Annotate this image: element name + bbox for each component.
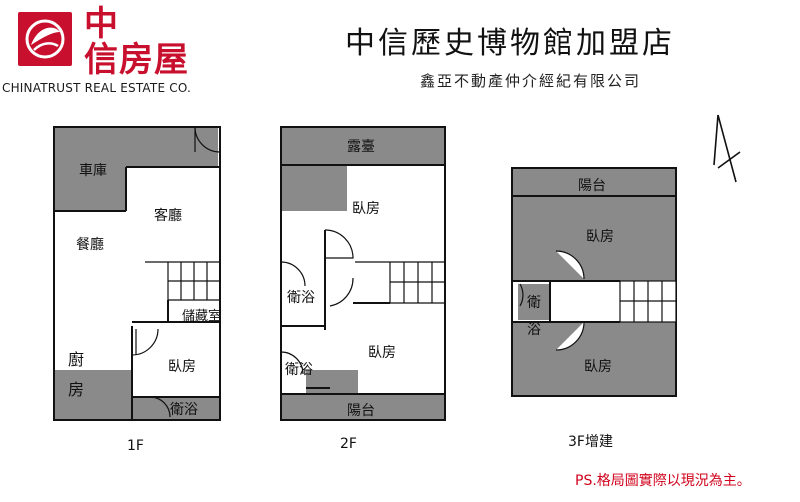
floor-2f-plan — [280, 126, 446, 421]
2f-balcony-fill — [281, 394, 445, 420]
brand-name-line2: 信房屋 — [84, 40, 189, 80]
layout-disclaimer-note: PS.格局圖實際以現況為主。 — [575, 473, 751, 489]
floor-label-2f: 2F — [340, 436, 357, 452]
room-label-bedroom-2f-bottom: 臥房 — [368, 345, 396, 361]
3f-bedroom-bottom-fill — [512, 322, 676, 396]
brand-name-en: CHINATRUST REAL ESTATE CO. — [2, 81, 191, 95]
room-label-kitchen-2: 房 — [68, 380, 85, 399]
brand-name-cn: 中 信房屋 — [84, 6, 189, 78]
2f-gray-block-fill — [281, 165, 347, 211]
floor-1f-plan — [53, 126, 221, 421]
stairs-2f — [355, 261, 445, 304]
3f-bath-fill — [518, 284, 550, 320]
2f-bath-fill — [306, 370, 358, 394]
bath-1f-fill — [132, 397, 220, 420]
company-logo — [18, 12, 72, 66]
room-label-garage: 車庫 — [79, 163, 107, 179]
company-name: 鑫亞不動產仲介經紀有限公司 — [420, 72, 642, 90]
room-label-living: 客廳 — [154, 208, 182, 224]
garage-top-fill — [126, 127, 218, 167]
room-label-storage: 儲藏室 — [182, 309, 222, 324]
room-label-bath-1f: 衛浴 — [170, 402, 198, 418]
floor-label-1f: 1F — [127, 438, 144, 454]
globe-leaf-logo-icon — [25, 19, 65, 59]
stairs-3f — [619, 280, 677, 323]
terrace-fill — [281, 127, 445, 165]
3f-balcony-fill — [512, 168, 676, 196]
room-label-balcony-3f: 陽台 — [578, 178, 606, 194]
store-title: 中信歷史博物館加盟店 — [345, 26, 675, 61]
room-label-dining: 餐廳 — [76, 237, 104, 253]
room-label-bedroom-3f-top: 臥房 — [586, 229, 614, 245]
room-label-bedroom-2f-top: 臥房 — [352, 201, 380, 217]
brand-name-line1: 中 — [84, 4, 119, 44]
room-label-kitchen-1: 廚 — [68, 350, 85, 369]
room-label-balcony-2f: 陽台 — [347, 403, 375, 419]
room-label-bath-2f-bottom: 衛浴 — [285, 362, 313, 378]
room-label-bath-3f-1: 衛 — [527, 295, 541, 311]
stairs-1f — [145, 261, 220, 301]
floor-3f-plan — [511, 167, 677, 397]
room-label-bedroom-3f-bottom: 臥房 — [584, 359, 612, 375]
kitchen-fill — [54, 370, 132, 420]
3f-bedroom-top-fill — [512, 196, 676, 281]
garage-fill — [54, 127, 126, 211]
north-arrow-icon — [713, 114, 741, 183]
room-label-bath-3f-2: 浴 — [527, 322, 541, 338]
room-label-bedroom-1f: 臥房 — [168, 359, 196, 375]
floor-label-3f: 3F增建 — [568, 434, 613, 450]
room-label-bath-2f-top: 衛浴 — [287, 290, 315, 306]
room-label-terrace: 露臺 — [347, 139, 375, 155]
